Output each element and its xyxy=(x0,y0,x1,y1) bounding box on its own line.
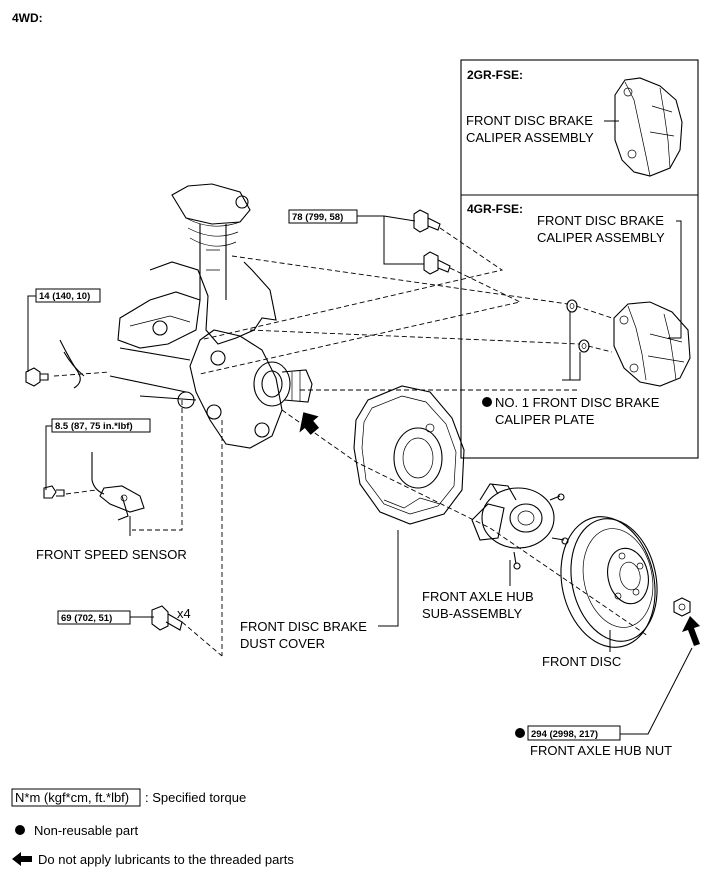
dust-cover-drawing xyxy=(353,385,465,525)
legend-non-reusable-icon xyxy=(15,825,25,835)
legend-no-lubricant-arrow-icon xyxy=(12,852,32,866)
dust-cover-label-2: DUST COVER xyxy=(240,636,325,651)
hub-nut-drawing xyxy=(673,597,691,617)
bracket-bolt-drawing xyxy=(25,367,49,387)
inset-2gr-title: 2GR-FSE: xyxy=(467,68,523,82)
dust-cover-label-1: FRONT DISC BRAKE xyxy=(240,619,367,634)
inset-2gr-caliper-label-1: FRONT DISC BRAKE xyxy=(466,113,593,128)
legend-torque-unit: N*m (kgf*cm, ft.*lbf) xyxy=(15,790,129,805)
inset-2gr-caliper-label-2: CALIPER ASSEMBLY xyxy=(466,130,594,145)
hub-nut-label: FRONT AXLE HUB NUT xyxy=(530,743,672,758)
torque-hub-nut: 294 (2998, 217) xyxy=(531,729,598,740)
inset-4gr-plate-label-2: CALIPER PLATE xyxy=(495,412,595,427)
caliper-4gr-drawing xyxy=(613,301,691,387)
diagram-title: 4WD: xyxy=(12,11,43,25)
steering-knuckle-drawing xyxy=(59,183,313,449)
front-axle-hub-drawing xyxy=(471,483,569,570)
plate-non-reusable-marker xyxy=(482,397,492,407)
front-disc-drawing xyxy=(560,516,658,648)
torque-sensor-bolt: 8.5 (87, 75 in.*lbf) xyxy=(55,421,133,432)
front-speed-sensor-label: FRONT SPEED SENSOR xyxy=(36,547,187,562)
front-speed-sensor-drawing xyxy=(91,452,145,521)
assembly-guide-lines xyxy=(53,227,649,657)
caliper-2gr-drawing xyxy=(614,77,683,177)
inset-4gr-title: 4GR-FSE: xyxy=(467,202,523,216)
inset-4gr-caliper-label-1: FRONT DISC BRAKE xyxy=(537,213,664,228)
torque-box-hub-nut xyxy=(527,725,621,741)
legend-torque-box xyxy=(11,788,141,807)
front-disc-label: FRONT DISC xyxy=(542,654,621,669)
axle-hub-label-1: FRONT AXLE HUB xyxy=(422,589,534,604)
knuckle-bolts-qty: x4 xyxy=(177,606,191,621)
inset-panel-right xyxy=(460,59,699,459)
legend-no-lubricant: Do not apply lubricants to the threaded … xyxy=(38,852,294,867)
torque-knuckle-bolts: 69 (702, 51) xyxy=(61,613,112,624)
no-lubricant-arrow-nut xyxy=(682,616,700,646)
knuckle-bolt-drawing xyxy=(151,605,183,631)
torque-caliper-bolts: 78 (799, 58) xyxy=(292,212,343,223)
legend-torque-desc: : Specified torque xyxy=(145,790,246,805)
inset-4gr-caliper-label-2: CALIPER ASSEMBLY xyxy=(537,230,665,245)
legend-non-reusable: Non-reusable part xyxy=(34,823,138,838)
axle-hub-label-2: SUB-ASSEMBLY xyxy=(422,606,523,621)
torque-bracket-bolt: 14 (140, 10) xyxy=(39,291,90,302)
hub-nut-non-reusable-marker xyxy=(515,728,525,738)
inset-4gr-plate-label-1: NO. 1 FRONT DISC BRAKE xyxy=(495,395,660,410)
no-lubricant-arrow-hub xyxy=(299,412,320,435)
caliper-bolts-drawing xyxy=(413,209,451,275)
sensor-bolt-drawing xyxy=(43,485,65,499)
